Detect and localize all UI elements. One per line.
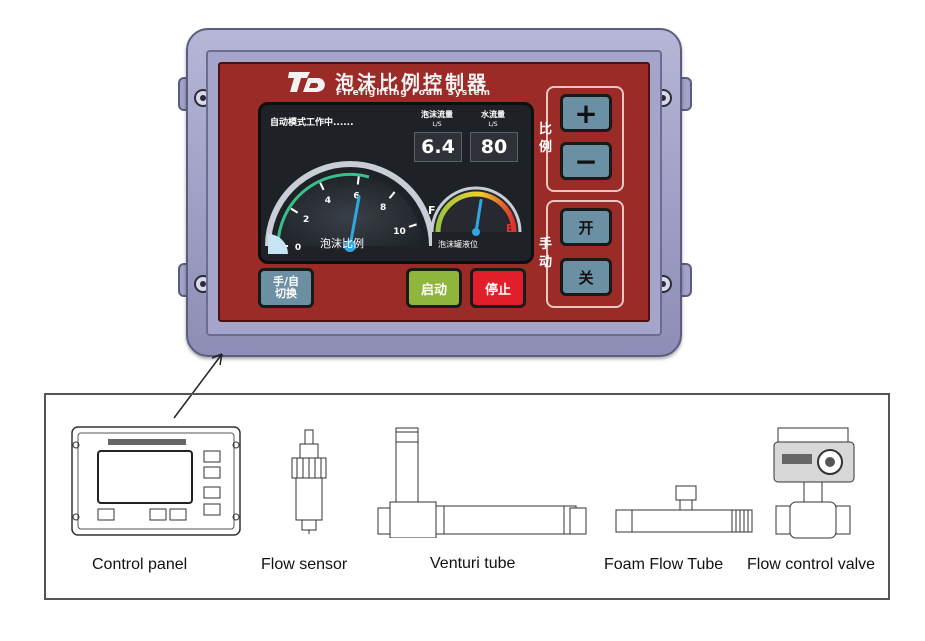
ratio-tick: [290, 207, 299, 214]
manual-button-group: [546, 200, 624, 308]
ratio-mode-icon: [268, 234, 288, 254]
ratio-tick-label: 0: [295, 243, 301, 253]
ratio-tick: [356, 176, 360, 185]
level-gauge: F E: [428, 186, 522, 236]
foam-flow-unit: L/S: [432, 121, 442, 128]
components-box: [44, 393, 890, 600]
stop-button[interactable]: 停止: [470, 268, 526, 308]
manual-group-label-1: 手: [539, 237, 553, 252]
ratio-group-label-2: 例: [539, 140, 553, 155]
water-flow-value: 80: [470, 132, 518, 162]
foam-flow-tube-drawing: [615, 485, 753, 533]
ratio-minus-button[interactable]: −: [560, 142, 612, 180]
svg-text:TD: TD: [288, 69, 290, 70]
caption-control-panel: Control panel: [92, 556, 188, 573]
flow-sensor-drawing: [291, 429, 327, 534]
ratio-tick: [319, 182, 325, 191]
flow-control-valve-drawing: [773, 427, 855, 539]
level-full-label: F: [428, 204, 436, 217]
connector-arrow-icon: [173, 353, 223, 419]
water-flow-label: 水流量: [481, 110, 505, 119]
manual-group-label-2: 动: [539, 255, 553, 270]
device-title: 泡沫比例控制器: [335, 72, 490, 94]
auto-manual-switch-button[interactable]: 手/自 切换: [258, 268, 314, 308]
ratio-needle: [348, 195, 361, 248]
caption-flow-sensor: Flow sensor: [261, 556, 348, 573]
mode-status: 自动模式工作中......: [270, 118, 354, 128]
ratio-tick-label: 6: [353, 191, 359, 201]
td-logo-icon: TD: [288, 69, 325, 92]
ratio-tick-label: 2: [303, 215, 309, 225]
level-empty-label: E: [506, 222, 514, 235]
ratio-button-group: [546, 86, 624, 192]
ratio-plus-button[interactable]: +: [560, 94, 612, 132]
control-panel-drawing: [71, 426, 241, 536]
manual-close-button[interactable]: 关: [560, 258, 612, 296]
ratio-tick-label: 4: [325, 196, 331, 206]
device-subtitle: Firefighting Foam System: [336, 88, 492, 98]
manual-open-button[interactable]: 开: [560, 208, 612, 246]
ratio-tick-label: 10: [393, 227, 406, 237]
caption-flow-control-valve: Flow control valve: [747, 556, 876, 573]
ratio-tick: [388, 191, 396, 199]
ratio-gauge-label: 泡沫比例: [320, 237, 364, 250]
switch-label-line2: 切换: [275, 287, 297, 300]
foam-flow-value: 6.4: [414, 132, 462, 162]
ratio-gauge: 0 2 4 6 8 10: [265, 161, 432, 254]
caption-venturi-tube: Venturi tube: [430, 555, 516, 572]
ratio-group-label-1: 比: [539, 122, 553, 137]
needle-hub: [344, 240, 356, 252]
foam-flow-label: 泡沫流量: [421, 110, 453, 119]
switch-label-line1: 手/自: [272, 275, 300, 288]
level-needle: [474, 198, 483, 234]
water-flow-unit: L/S: [488, 121, 498, 128]
caption-foam-flow-tube: Foam Flow Tube: [604, 556, 724, 573]
level-gauge-label: 泡沫罐液位: [438, 240, 478, 249]
ratio-tick: [408, 223, 417, 228]
start-button[interactable]: 启动: [406, 268, 462, 308]
ratio-tick-label: 8: [380, 203, 386, 213]
venturi-tube-drawing: [377, 427, 587, 538]
